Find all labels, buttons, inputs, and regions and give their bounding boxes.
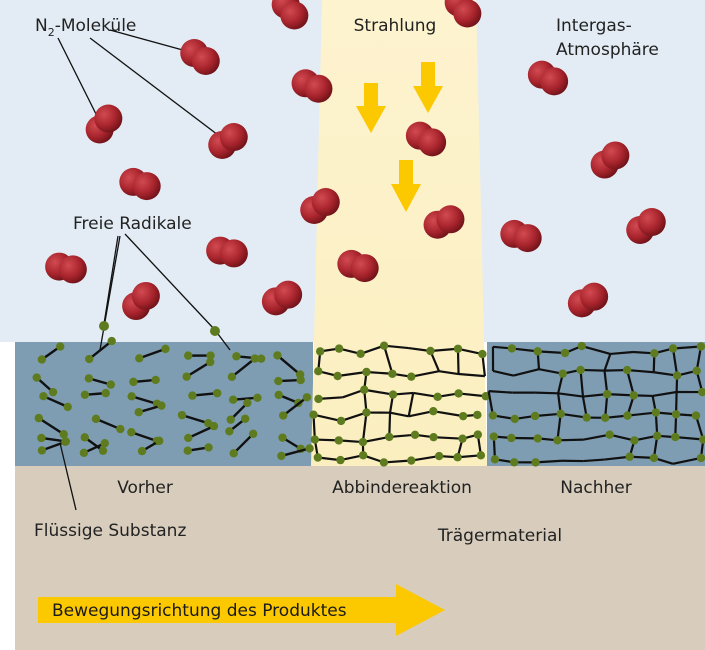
inert-gas-label-line2: Atmosphäre — [556, 40, 659, 60]
radical-dot — [582, 413, 590, 421]
radical-dot — [511, 415, 519, 423]
radical-dot — [672, 410, 680, 418]
free-radicals-label: Freie Radikale — [73, 214, 192, 234]
radical-dot — [531, 412, 539, 420]
radical-dot — [556, 410, 564, 418]
radical-dot — [316, 347, 324, 355]
radical-dot — [454, 345, 462, 353]
radical-dot — [380, 341, 388, 349]
radical-dot — [671, 433, 679, 441]
radical-dot — [388, 370, 396, 378]
substrate-label: Trägermaterial — [437, 526, 562, 546]
radical-dot — [559, 369, 567, 377]
radical-dot — [356, 350, 364, 358]
radical-dot — [576, 366, 584, 374]
radical-dot — [458, 434, 466, 442]
radical-dot — [507, 434, 515, 442]
radical-dot — [453, 453, 461, 461]
radical-dot — [335, 436, 343, 444]
radical-dot — [362, 368, 370, 376]
radical-dot — [578, 342, 586, 350]
before-label: Vorher — [117, 478, 173, 498]
radical-dot — [333, 372, 341, 380]
radical-dot — [435, 452, 443, 460]
after-label: Nachher — [560, 478, 631, 498]
radical-dot — [359, 438, 367, 446]
radical-dot — [99, 321, 109, 331]
radical-dot — [508, 344, 516, 352]
movement-direction-label: Bewegungsrichtung des Produktes — [52, 601, 347, 621]
radical-dot — [510, 458, 518, 466]
radical-dot — [623, 411, 631, 419]
radical-dot — [489, 411, 497, 419]
radical-dot — [697, 454, 705, 462]
radical-dot — [335, 344, 343, 352]
radical-dot — [623, 366, 631, 374]
radical-dot — [601, 414, 609, 422]
radical-dot — [459, 412, 467, 420]
liquid-substance-label: Flüssige Substanz — [34, 521, 186, 541]
radical-dot — [630, 436, 638, 444]
radical-dot — [429, 433, 437, 441]
radical-dot — [411, 431, 419, 439]
curing-label: Abbindereaktion — [332, 478, 472, 498]
radical-dot — [534, 434, 542, 442]
radical-dot — [478, 350, 486, 358]
radical-dot — [474, 430, 482, 438]
radical-dot — [336, 456, 344, 464]
radical-dot — [490, 432, 498, 440]
inert-gas-label-line1: Intergas- — [556, 16, 632, 36]
radical-dot — [385, 433, 393, 441]
radical-dot — [309, 410, 317, 418]
radical-dot — [697, 342, 705, 350]
radical-dot — [454, 389, 462, 397]
radical-dot — [314, 453, 322, 461]
radical-dot — [650, 454, 658, 462]
radical-dot — [603, 390, 611, 398]
radical-dot — [389, 390, 397, 398]
radical-dot — [362, 408, 370, 416]
radical-dot — [533, 347, 541, 355]
radical-dot — [561, 349, 569, 357]
radical-dot — [605, 430, 613, 438]
radical-dot — [650, 349, 658, 357]
radical-dot — [407, 372, 415, 380]
radical-dot — [653, 432, 661, 440]
radical-dot — [380, 458, 388, 466]
radical-dot — [531, 458, 539, 466]
radical-dot — [359, 451, 367, 459]
radical-dot — [360, 386, 368, 394]
radical-dot — [433, 393, 441, 401]
radical-dot — [473, 411, 481, 419]
radical-dot — [630, 391, 638, 399]
radical-dot — [669, 344, 677, 352]
radical-dot — [673, 371, 681, 379]
radiation-label: Strahlung — [354, 16, 437, 36]
radical-dot — [429, 407, 437, 415]
radical-dot — [407, 456, 415, 464]
radical-dot — [626, 453, 634, 461]
radical-dot — [311, 435, 319, 443]
radical-dot — [210, 326, 220, 336]
radical-dot — [426, 347, 434, 355]
radical-dot — [652, 408, 660, 416]
radical-dot — [337, 417, 345, 425]
radical-dot — [477, 451, 485, 459]
radical-dot — [692, 411, 700, 419]
radical-dot — [491, 455, 499, 463]
radical-dot — [553, 436, 561, 444]
radical-dot — [314, 367, 322, 375]
radical-dot — [314, 395, 322, 403]
cured-layer-after — [487, 342, 705, 466]
radical-dot — [693, 367, 701, 375]
